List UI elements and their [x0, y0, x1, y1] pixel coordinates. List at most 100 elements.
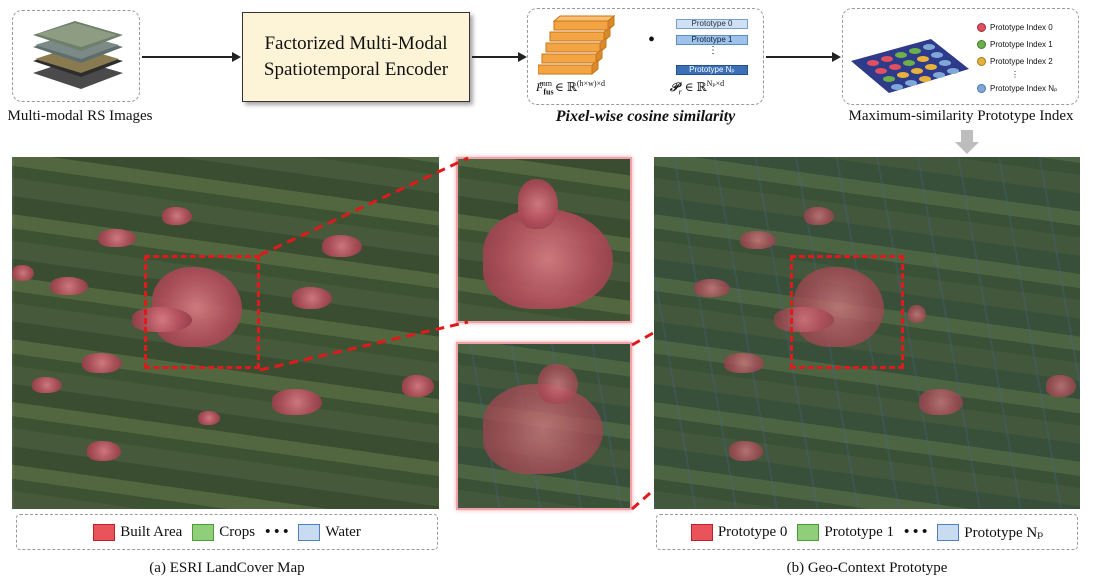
prototype-area [804, 207, 834, 225]
zoom-landcover [456, 157, 632, 323]
index-label: Prototype Index Nₚ [990, 84, 1058, 93]
legend-prototype-0: Prototype 0 [690, 523, 788, 541]
legend-ellipsis: • • • [265, 523, 289, 540]
index-item-np: Prototype Index Nₚ [977, 80, 1057, 97]
legend-label: Crops [219, 523, 256, 540]
feature-symbol: F [536, 80, 544, 94]
input-images-box [12, 10, 140, 102]
legend-label: Built Area [120, 523, 183, 540]
green-swatch-icon [797, 523, 820, 541]
legend-label: Prototype 0 [717, 523, 788, 540]
prototype-area [740, 231, 776, 249]
arrow-head [232, 52, 241, 62]
circle-icon [977, 23, 986, 33]
prototype-area [774, 307, 834, 332]
legend-prototype-1: Prototype 1 [797, 523, 894, 541]
prototype-area [729, 441, 763, 461]
input-caption: Multi-modal RS Images [7, 108, 153, 124]
dot-product-symbol: • [648, 29, 656, 51]
circle-icon [977, 40, 986, 50]
legend-prototype-np: Prototype Nₚ [937, 523, 1043, 542]
legend-ellipsis: • • • [904, 523, 928, 540]
prototype-area [919, 389, 963, 415]
built-area [132, 307, 192, 332]
prototype-area [724, 353, 764, 373]
index-label: Prototype Index 0 [990, 23, 1053, 32]
built-area [402, 375, 434, 397]
built-area [272, 389, 322, 415]
landcover-legend: Built Area Crops • • • Water [16, 514, 438, 550]
prototype-ellipsis: ⋮ [708, 45, 718, 56]
feature-space: ∈ ℝ [555, 80, 577, 94]
arrow-input-encoder [142, 56, 232, 58]
circle-icon [977, 84, 986, 94]
index-item-0: Prototype Index 0 [977, 19, 1057, 36]
prototype-formula: 𝒫r ∈ ℝNₚ×d [670, 79, 724, 96]
legend-label: Prototype Nₚ [964, 524, 1044, 541]
gray-down-arrow-head [955, 142, 979, 154]
zoom-region-right [790, 255, 904, 369]
stacked-satellite-images [33, 21, 123, 89]
legend-label: Prototype 1 [824, 523, 894, 540]
zoom-prototype [456, 342, 632, 510]
index-grid [851, 39, 969, 93]
feature-superscript: mm [539, 79, 553, 88]
landcover-map [12, 157, 439, 509]
encoder-line2: Spatiotemporal Encoder [263, 59, 449, 80]
arrow-similarity-index [766, 56, 832, 58]
gray-down-arrow-shaft [961, 130, 973, 142]
feature-subscript: fus [543, 87, 554, 97]
blue-swatch-icon [298, 523, 321, 541]
prototype-bar-0: Prototype 0 [676, 19, 748, 29]
proto-dims: Nₚ×d [706, 79, 725, 88]
encoder-line1: Factorized Multi-Modal [264, 33, 448, 54]
built-area [87, 441, 121, 461]
built-area [198, 411, 220, 425]
built-area [82, 353, 122, 373]
proto-space: ∈ ℝ [684, 80, 707, 94]
built-area [292, 287, 332, 309]
built-area [50, 277, 88, 295]
prototype-area-zoom [538, 364, 578, 404]
built-area [322, 235, 362, 257]
green-swatch-icon [192, 523, 215, 541]
arrow-head [832, 52, 841, 62]
prototype-bar-np: Prototype Nₚ [676, 65, 748, 75]
prototype-area [1046, 375, 1076, 397]
legend-crops: Crops [192, 523, 256, 541]
built-area-zoom [518, 179, 558, 229]
similarity-caption: Pixel-wise cosine similarity [555, 108, 736, 125]
index-label: Prototype Index 1 [990, 40, 1053, 49]
legend-water: Water [298, 523, 361, 541]
encoder-box: Factorized Multi-Modal Spatiotemporal En… [242, 12, 470, 102]
index-item-1: Prototype Index 1 [977, 36, 1057, 53]
index-label: Prototype Index 2 [990, 57, 1053, 66]
built-area [12, 265, 34, 281]
prototype-legend: Prototype 0 Prototype 1 • • • Prototype … [656, 514, 1078, 550]
circle-icon [977, 57, 986, 67]
prototype-area [694, 279, 730, 297]
index-item-2: Prototype Index 2 [977, 53, 1057, 70]
arrow-encoder-similarity [472, 56, 518, 58]
zoom-region-left [144, 255, 260, 369]
built-area [32, 377, 62, 393]
index-legend: Prototype Index 0 Prototype Index 1 Prot… [977, 19, 1057, 97]
red-swatch-icon [690, 523, 713, 541]
blue-swatch-icon [937, 523, 960, 541]
legend-built-area: Built Area [93, 523, 183, 541]
prototype-bar-1: Prototype 1 [676, 35, 748, 45]
arrow-head [518, 52, 527, 62]
built-area [98, 229, 136, 247]
feature-cube-stack [538, 15, 616, 76]
red-swatch-icon [93, 523, 116, 541]
feature-dims: (h×w)×d [576, 79, 606, 88]
prototype-index-box: Prototype Index 0 Prototype Index 1 Prot… [842, 8, 1079, 105]
legend-label: Water [325, 523, 361, 540]
prototype-area [908, 305, 926, 323]
left-caption: (a) ESRI LandCover Map [149, 560, 305, 576]
geo-context-map [654, 157, 1080, 509]
proto-symbol: 𝒫 [670, 80, 679, 94]
built-area [162, 207, 192, 225]
right-caption: (b) Geo-Context Prototype [786, 560, 948, 576]
proto-subscript: r [678, 87, 682, 97]
